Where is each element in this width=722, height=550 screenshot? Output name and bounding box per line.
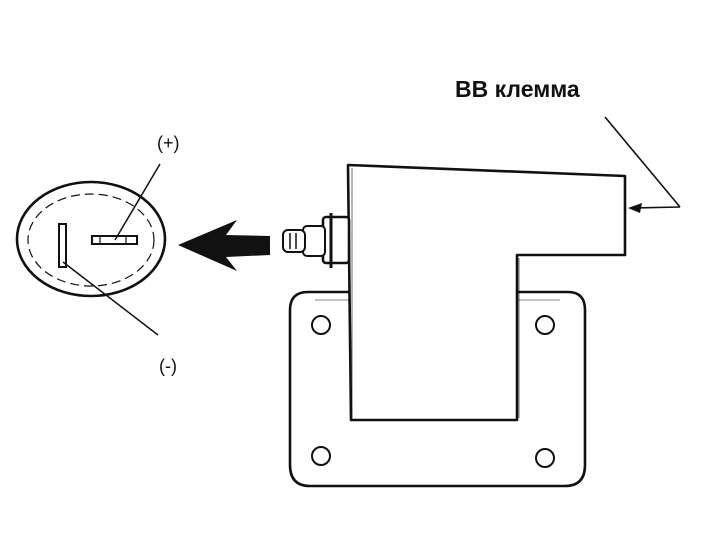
connector-end-view: [15, 180, 167, 298]
plus-pin: [91, 235, 138, 245]
plus-leader-line: [114, 163, 161, 241]
mounting-hole-bottom-right: [535, 448, 555, 468]
mounting-hole-top-right: [535, 315, 555, 335]
mounting-hole-top-left: [311, 315, 331, 335]
hv-terminal-label: ВВ клемма: [455, 76, 580, 102]
plus-label: (+): [157, 133, 180, 153]
minus-label: (-): [159, 356, 177, 376]
minus-pin: [58, 223, 67, 268]
hv-terminal-arrowhead: [628, 203, 642, 213]
primary-connector: [282, 213, 351, 268]
mounting-hole-bottom-left: [311, 446, 331, 466]
minus-leader-line: [62, 261, 159, 336]
direction-arrow: [178, 220, 270, 271]
coil-body: [346, 163, 627, 422]
